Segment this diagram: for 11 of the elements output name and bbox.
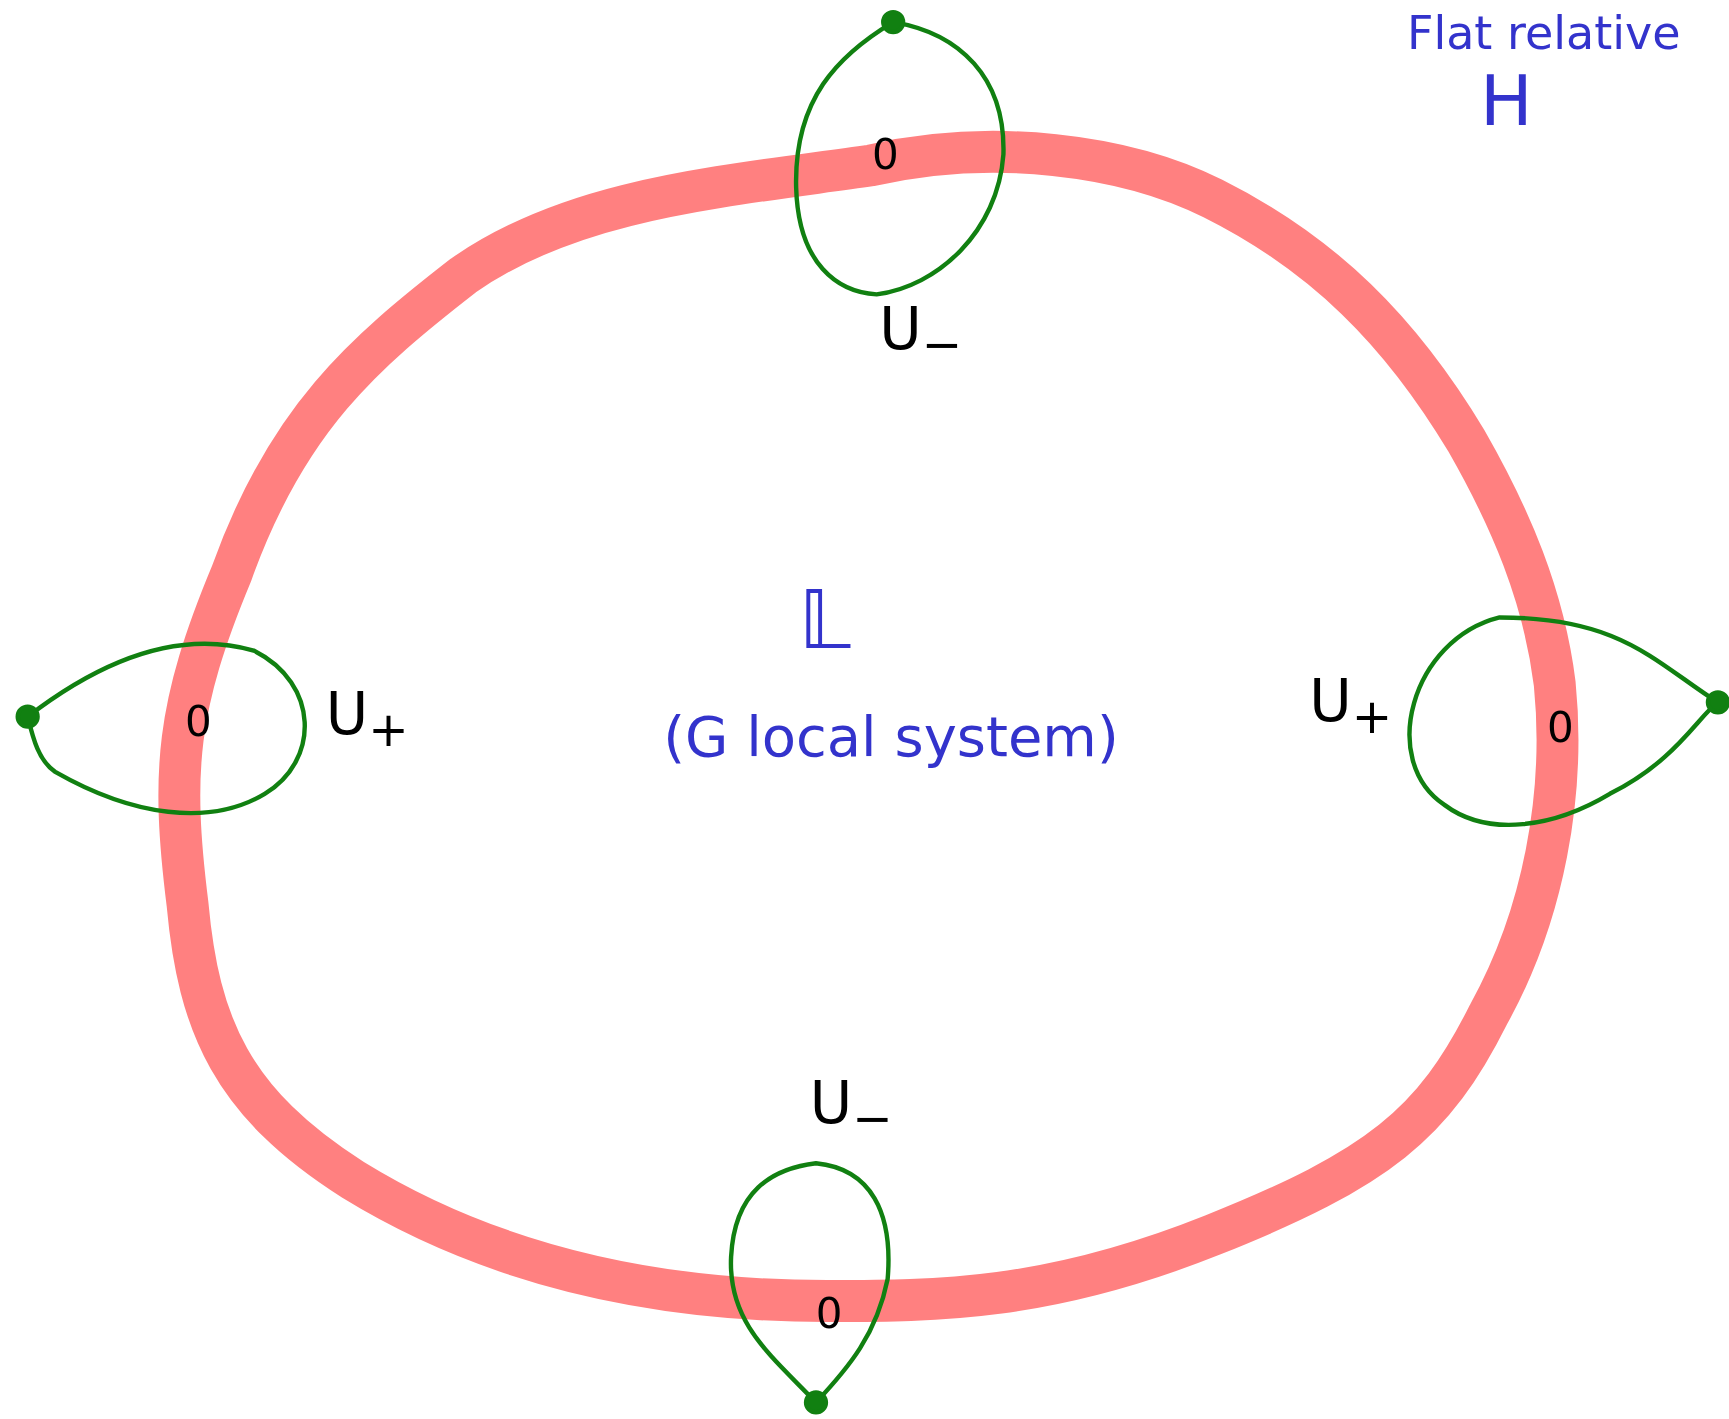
math-symbol: U$_{−}$ bbox=[879, 299, 963, 369]
zero-mark: 0 bbox=[815, 1293, 843, 1336]
handwritten-note: Flat relative bbox=[1406, 10, 1681, 57]
math-symbol: 𝕃 bbox=[798, 580, 851, 661]
zero-mark: 0 bbox=[872, 134, 899, 177]
math-symbol: H bbox=[1479, 66, 1533, 137]
math-symbol: U$_{+}$ bbox=[325, 684, 409, 754]
math-symbol: U$_{−}$ bbox=[809, 1073, 893, 1143]
math-symbol: U$_{+}$ bbox=[1309, 671, 1393, 741]
zero-mark: 0 bbox=[1546, 706, 1574, 749]
zero-mark: 0 bbox=[185, 701, 212, 744]
